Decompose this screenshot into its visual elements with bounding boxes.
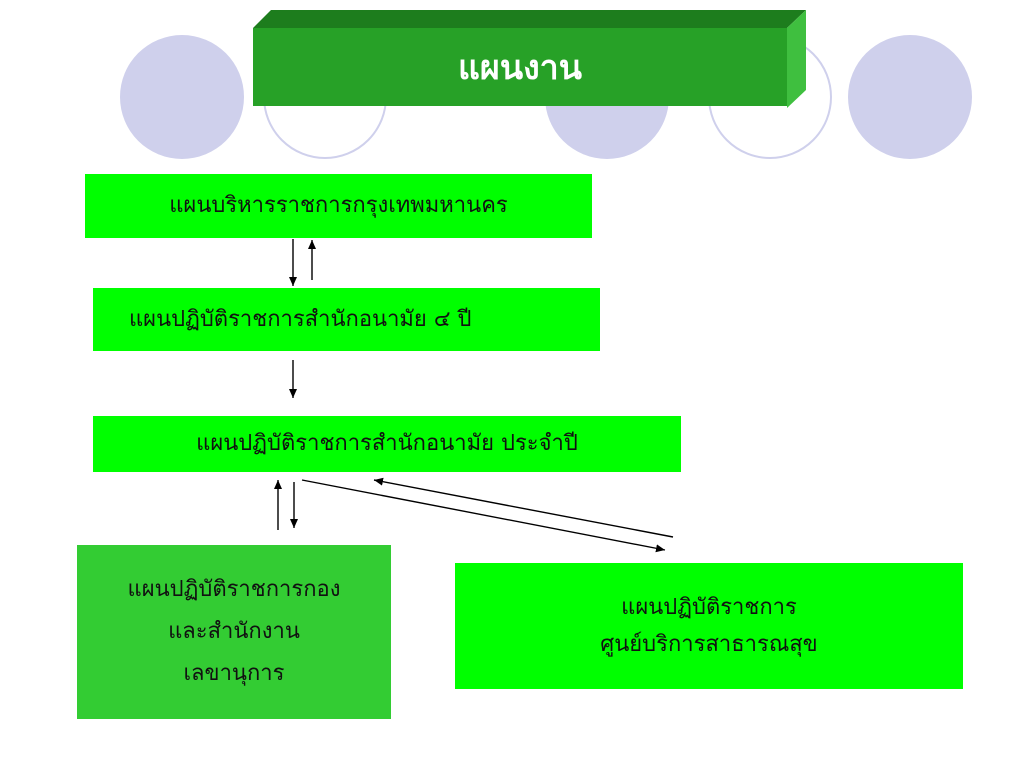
- box-center-plan: แผนปฏิบัติราชการ ศูนย์บริการสาธารณสุข: [455, 563, 963, 689]
- box-division-plan-line-1: แผนปฏิบัติราชการกอง: [127, 577, 341, 603]
- box-division-plan-line-3: เลขานุการ: [183, 660, 285, 686]
- box-4yr-plan-label: แผนปฏิบัติราชการสำนักอนามัย ๔ ปี: [129, 306, 472, 332]
- decor-circle: [848, 35, 972, 159]
- title-3d-bevel: [253, 10, 806, 108]
- page-title: แผนงาน: [253, 28, 787, 106]
- box-center-plan-line-2: ศูนย์บริการสาธารณสุข: [600, 632, 818, 657]
- arrow-from-center: [373, 477, 674, 538]
- decor-circle: [120, 35, 244, 159]
- box-division-plan: แผนปฏิบัติราชการกอง และสำนักงาน เลขานุกา…: [77, 545, 391, 719]
- box-bma-plan: แผนบริหารราชการกรุงเทพมหานคร: [85, 174, 592, 238]
- box-center-plan-line-1: แผนปฏิบัติราชการ: [621, 594, 797, 620]
- title-block: แผนงาน: [253, 10, 806, 108]
- box-annual-plan-label: แผนปฏิบัติราชการสำนักอนามัย ประจำปี: [196, 431, 578, 457]
- box-annual-plan: แผนปฏิบัติราชการสำนักอนามัย ประจำปี: [93, 416, 681, 472]
- arrow-to-center: [301, 479, 666, 553]
- box-division-plan-line-2: และสำนักงาน: [168, 619, 300, 645]
- box-bma-plan-label: แผนบริหารราชการกรุงเทพมหานคร: [169, 193, 508, 219]
- box-4yr-plan: แผนปฏิบัติราชการสำนักอนามัย ๔ ปี: [93, 288, 600, 351]
